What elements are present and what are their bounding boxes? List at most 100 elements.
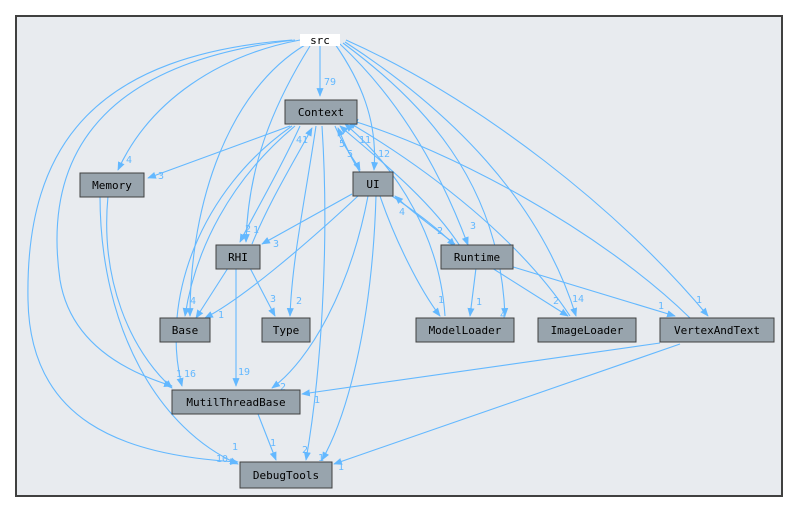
node-base-label: Base bbox=[172, 324, 199, 337]
edge-context-debugtools bbox=[303, 125, 326, 461]
edge-label: 1 bbox=[232, 442, 238, 453]
edge-label: 10 bbox=[216, 454, 228, 465]
node-runtime-label: Runtime bbox=[454, 251, 500, 264]
edge-context-memory bbox=[147, 125, 291, 179]
node-modelloader[interactable]: ModelLoader bbox=[415, 317, 515, 343]
edge-label: 1 bbox=[270, 438, 276, 449]
edge-label: 79 bbox=[324, 77, 336, 88]
edge-src-debugtools bbox=[27, 39, 293, 466]
node-rhi[interactable]: RHI bbox=[215, 244, 261, 270]
edge-label: 19 bbox=[238, 367, 250, 378]
edge-context-mutilthreadbase bbox=[175, 125, 293, 387]
edge-context-base bbox=[182, 125, 296, 317]
edge-label: 3 bbox=[158, 171, 164, 182]
node-debugtools-box bbox=[239, 461, 333, 489]
edge-runtime-imageloader bbox=[491, 267, 569, 317]
edge-label: 1 bbox=[476, 297, 482, 308]
node-imageloader[interactable]: ImageLoader bbox=[537, 317, 637, 343]
node-base[interactable]: Base bbox=[159, 317, 211, 343]
edge-memory-mutilthreadbase bbox=[106, 195, 173, 389]
node-runtime-box bbox=[440, 244, 514, 270]
edge-label: 1 bbox=[438, 295, 444, 306]
node-rhi-box bbox=[215, 244, 261, 270]
node-memory[interactable]: Memory bbox=[79, 172, 145, 198]
node-vertexandtext[interactable]: VertexAndText bbox=[659, 317, 775, 343]
edge-context-rhi bbox=[239, 125, 301, 243]
edge-src-ui bbox=[334, 43, 379, 171]
edge-src-base bbox=[186, 44, 306, 317]
node-mutilthreadbase-box bbox=[171, 389, 301, 415]
edge-runtime-context bbox=[339, 125, 461, 247]
node-debugtools[interactable]: DebugTools bbox=[239, 461, 333, 489]
edge-vertexandtext-debugtools bbox=[333, 343, 681, 465]
node-modelloader-box bbox=[415, 317, 515, 343]
edge-src-runtime bbox=[339, 43, 469, 246]
edge-src-memory bbox=[117, 39, 301, 171]
node-src-label: src bbox=[310, 34, 330, 47]
edge-label: 2 bbox=[553, 296, 559, 307]
edges-group bbox=[27, 39, 709, 466]
edge-label: 4 bbox=[399, 207, 405, 218]
node-ui[interactable]: UI bbox=[352, 171, 394, 197]
edge-label: 2 bbox=[245, 224, 251, 235]
edge-ui-modelloader bbox=[379, 195, 441, 317]
node-context[interactable]: Context bbox=[284, 99, 358, 125]
edge-label: 14 bbox=[572, 294, 584, 305]
edge-label: 1 bbox=[318, 453, 324, 464]
node-mutilthreadbase[interactable]: MutilThreadBase bbox=[171, 389, 301, 415]
edge-ui-debugtools bbox=[321, 195, 377, 461]
node-context-box bbox=[284, 99, 358, 125]
edge-label: 2 bbox=[302, 445, 308, 456]
node-ui-label: UI bbox=[366, 178, 379, 191]
edge-label: 1 bbox=[253, 225, 259, 236]
node-type-label: Type bbox=[273, 324, 300, 337]
edge-rhi-context bbox=[251, 127, 313, 245]
edge-label: 2 bbox=[280, 382, 286, 393]
edge-label: 4 bbox=[500, 310, 506, 321]
edge-label: 41 bbox=[296, 135, 308, 146]
node-runtime[interactable]: Runtime bbox=[440, 244, 514, 270]
edge-vertexandtext-context bbox=[349, 118, 691, 319]
edge-ui-mutilthreadbase bbox=[271, 195, 369, 389]
node-src[interactable]: src bbox=[300, 34, 340, 47]
edge-label: 1 bbox=[314, 395, 320, 406]
edge-label: 1 bbox=[338, 462, 344, 473]
edge-context-type bbox=[286, 125, 317, 317]
edge-memory-debugtools bbox=[99, 195, 239, 465]
node-memory-label: Memory bbox=[92, 179, 132, 192]
edge-label: 3 bbox=[273, 239, 279, 250]
edge-label: 16 bbox=[184, 369, 196, 380]
edge-src-rhi bbox=[242, 45, 311, 243]
edge-label: 3 bbox=[270, 294, 276, 305]
edge-imageloader-context bbox=[347, 121, 571, 317]
node-type[interactable]: Type bbox=[261, 317, 311, 343]
edge-labels-group: 79 4 3 41 5 5 11 12 3 2 4 3 2 1 2 1 4 1 … bbox=[126, 77, 702, 473]
edge-label: 5 bbox=[339, 139, 345, 150]
edge-label: 1 bbox=[176, 369, 182, 380]
node-base-box bbox=[159, 317, 211, 343]
edge-label: 1 bbox=[218, 310, 224, 321]
edge-src-mutilthreadbase bbox=[56, 39, 296, 388]
edge-ui-rhi bbox=[261, 193, 353, 245]
node-memory-box bbox=[79, 172, 145, 198]
node-context-label: Context bbox=[298, 106, 344, 119]
node-imageloader-label: ImageLoader bbox=[551, 324, 624, 337]
edge-runtime-ui bbox=[394, 195, 456, 245]
edge-runtime-modelloader bbox=[467, 267, 477, 317]
edge-label: 4 bbox=[190, 296, 196, 307]
node-type-box bbox=[261, 317, 311, 343]
edge-label: 5 bbox=[347, 149, 353, 160]
node-ui-box bbox=[352, 171, 394, 197]
node-vertexandtext-box bbox=[659, 317, 775, 343]
edge-modelloader-context bbox=[344, 123, 446, 317]
node-imageloader-box bbox=[537, 317, 637, 343]
edge-label: 11 bbox=[359, 135, 371, 146]
node-modelloader-label: ModelLoader bbox=[429, 324, 502, 337]
edge-runtime-vertexandtext bbox=[509, 265, 676, 318]
edge-mutilthreadbase-debugtools bbox=[257, 413, 277, 461]
node-mutilthreadbase-label: MutilThreadBase bbox=[186, 396, 285, 409]
edge-rhi-base bbox=[195, 267, 229, 319]
edge-label: 1 bbox=[658, 301, 664, 312]
node-vertexandtext-label: VertexAndText bbox=[674, 324, 760, 337]
